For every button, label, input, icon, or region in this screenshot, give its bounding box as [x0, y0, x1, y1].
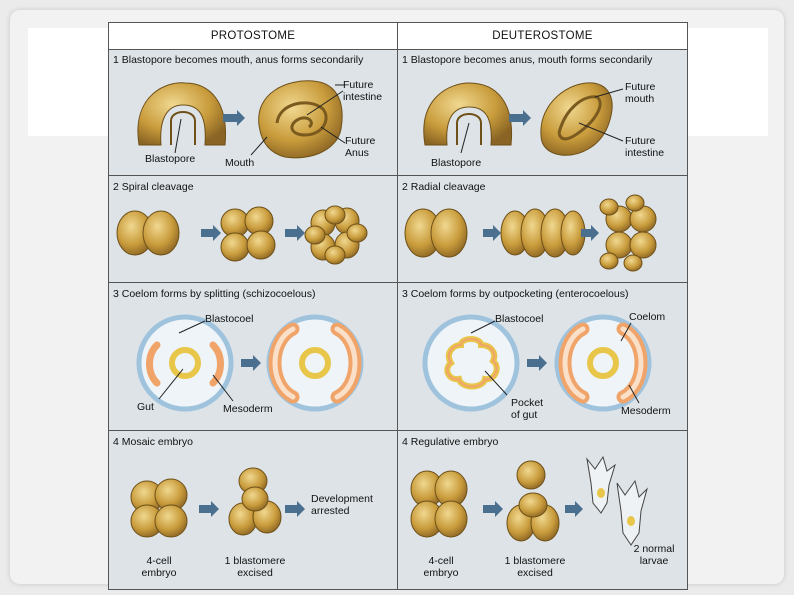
larva-icon: [587, 457, 615, 513]
enterocoel-early-icon: [425, 317, 517, 409]
label-blastomere-excised: 1 blastomere excised: [493, 555, 577, 579]
deuterostome-embryo-icon: [541, 83, 612, 155]
label-four-cell-embryo: 4-cell embryo: [131, 555, 187, 579]
label-mesoderm: Mesoderm: [621, 405, 671, 417]
label-four-cell-embryo: 4-cell embryo: [413, 555, 469, 579]
label-future-intestine: Future intestine: [625, 135, 679, 159]
panel-title-radial-cleavage: 2 Radial cleavage: [402, 181, 485, 193]
label-blastopore: Blastopore: [145, 153, 195, 165]
deuterostome-gastrula-icon: [424, 83, 512, 145]
label-mouth: Mouth: [225, 157, 254, 169]
label-normal-larvae: 2 normal larvae: [631, 543, 677, 567]
four-cell-radial-icon: [501, 209, 585, 257]
arrow-icon: [285, 501, 305, 517]
label-development-arrested: Development arrested: [311, 493, 395, 517]
panel-title-blastopore-mouth: 1 Blastopore becomes mouth, anus forms s…: [113, 54, 363, 66]
arrow-icon: [199, 501, 219, 517]
two-cell-embryo-icon: [405, 209, 467, 257]
four-cell-spiral-icon: [221, 207, 275, 261]
arrow-icon: [483, 225, 501, 241]
label-future-anus: Future Anus: [345, 135, 389, 159]
panel-title-blastopore-anus: 1 Blastopore becomes anus, mouth forms s…: [402, 54, 652, 66]
four-cell-embryo-icon: [131, 479, 187, 537]
schizocoel-late-icon: [269, 317, 361, 409]
label-mesoderm: Mesoderm: [223, 403, 273, 415]
panel-title-enterocoelous: 3 Coelom forms by outpocketing (enteroco…: [402, 288, 628, 300]
protostome-gastrula-icon: [138, 83, 226, 145]
protostome-embryo-icon: [259, 81, 342, 158]
label-blastocoel: Blastocoel: [495, 313, 543, 325]
panel-title-regulative-embryo: 4 Regulative embryo: [402, 436, 498, 448]
arrow-icon: [527, 355, 547, 371]
label-gut: Gut: [137, 401, 154, 413]
arrow-icon: [241, 355, 261, 371]
protostome-deuterostome-figure: PROTOSTOME DEUTEROSTOME: [108, 22, 688, 590]
arrow-icon: [509, 110, 531, 126]
arrow-icon: [565, 501, 583, 517]
three-cell-embryo-icon: [507, 493, 559, 541]
illustration-layer: [109, 23, 687, 589]
label-blastomere-excised: 1 blastomere excised: [213, 555, 297, 579]
label-coelom: Coelom: [629, 311, 665, 323]
excised-blastomere-icon: [517, 461, 545, 489]
two-cell-embryo-icon: [117, 211, 179, 255]
label-future-intestine: Future intestine: [343, 79, 397, 103]
arrow-icon: [285, 225, 305, 241]
panel-title-mosaic-embryo: 4 Mosaic embryo: [113, 436, 193, 448]
schizocoel-early-icon: [139, 317, 231, 409]
eight-cell-radial-icon: [600, 195, 656, 271]
label-blastopore: Blastopore: [431, 157, 481, 169]
arrow-icon: [223, 110, 245, 126]
panel-title-spiral-cleavage: 2 Spiral cleavage: [113, 181, 194, 193]
eight-cell-spiral-icon: [305, 206, 367, 264]
label-pocket-of-gut: Pocket of gut: [511, 397, 551, 421]
label-future-mouth: Future mouth: [625, 81, 671, 105]
panel-title-schizocoelous: 3 Coelom forms by splitting (schizocoelo…: [113, 288, 316, 300]
four-cell-embryo-icon: [411, 471, 467, 537]
arrow-icon: [201, 225, 221, 241]
arrow-icon: [483, 501, 503, 517]
larva-icon: [617, 481, 647, 545]
three-cell-embryo-icon: [229, 487, 281, 535]
label-blastocoel: Blastocoel: [205, 313, 253, 325]
